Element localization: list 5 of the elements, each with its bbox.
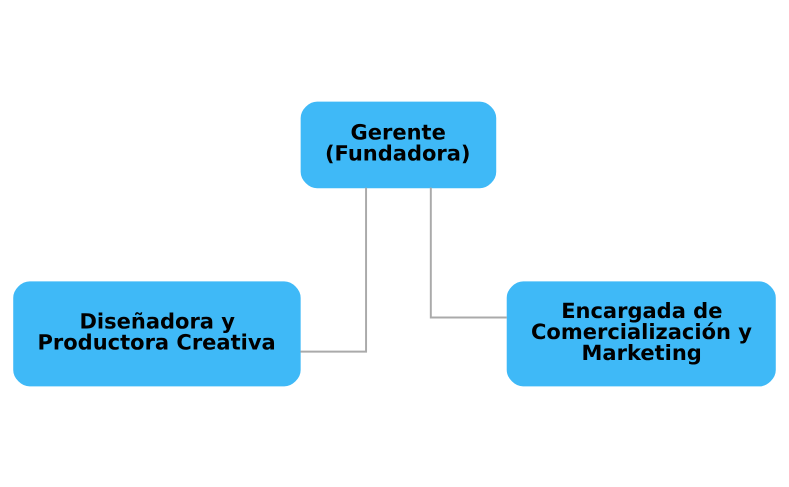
- node-box: Encargada de Comercialización y Marketing: [506, 280, 776, 386]
- connector: [430, 187, 507, 318]
- node-box: Diseñadora y Productora Creativa: [13, 280, 301, 386]
- node-box: Gerente (Fundadora): [300, 101, 496, 188]
- connector: [300, 187, 368, 352]
